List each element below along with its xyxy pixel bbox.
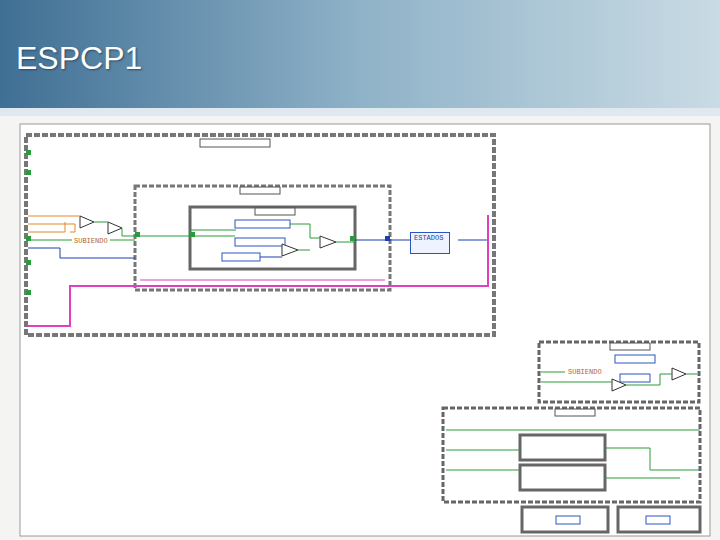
- diagram-panel: [20, 124, 710, 536]
- case-selector: [255, 208, 295, 215]
- case-frame: [520, 465, 605, 490]
- constant-label: SUBIENDO: [72, 237, 110, 245]
- compare-node: [108, 222, 122, 234]
- constant-label: SUBIENDO: [566, 368, 604, 376]
- cluster-bundle: ESTADOS: [410, 232, 450, 254]
- loop-frame: [26, 135, 494, 335]
- header-edge: [0, 108, 720, 116]
- wires: [28, 215, 488, 326]
- constant: [615, 355, 655, 363]
- case-selector: [555, 409, 595, 416]
- case-frame: [520, 435, 605, 460]
- case-selector: [240, 187, 280, 194]
- case-frame: [539, 342, 699, 402]
- case-frame: [522, 507, 608, 532]
- constant: [556, 516, 580, 524]
- compare-node: [320, 236, 336, 248]
- loop-frame: [443, 408, 700, 502]
- wires: [541, 372, 697, 385]
- node-label: ESTADOS: [411, 233, 449, 243]
- case-selector: [610, 343, 650, 350]
- constant: [235, 238, 285, 246]
- inner-case-frame: [190, 207, 355, 269]
- wires: [446, 430, 700, 478]
- slide-title: ESPCP1: [16, 40, 142, 77]
- constant: [646, 516, 670, 524]
- case-selector: [200, 139, 270, 147]
- terminals: [26, 150, 390, 295]
- case-frame: [135, 186, 390, 290]
- compare-node: [282, 244, 298, 256]
- compare-node: [80, 216, 94, 228]
- compare-node: [672, 368, 686, 380]
- constant: [620, 374, 650, 382]
- constant: [222, 253, 260, 261]
- compare-node: [612, 379, 626, 391]
- case-frame: [618, 507, 700, 532]
- constant: [235, 220, 290, 228]
- header-band: [0, 0, 720, 115]
